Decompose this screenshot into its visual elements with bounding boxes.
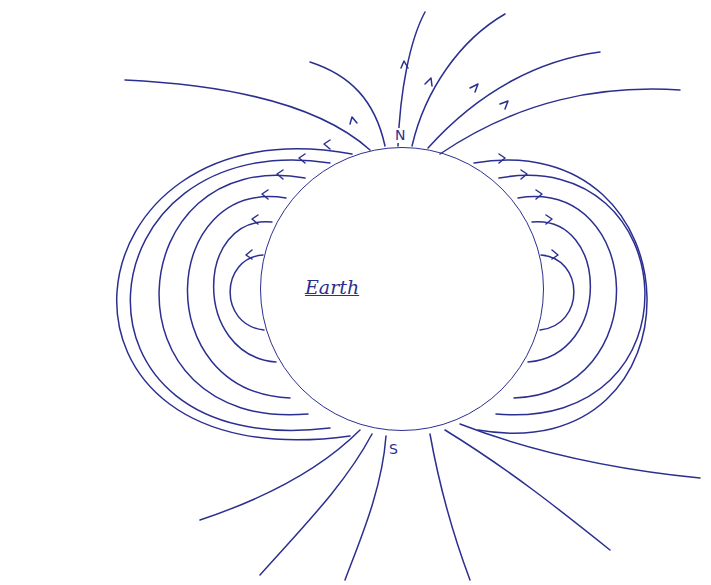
earth-circle: Earth bbox=[260, 147, 544, 431]
planet-name: Earth bbox=[305, 276, 359, 298]
pole-label: N bbox=[394, 128, 406, 143]
pole-label: S bbox=[388, 442, 399, 457]
